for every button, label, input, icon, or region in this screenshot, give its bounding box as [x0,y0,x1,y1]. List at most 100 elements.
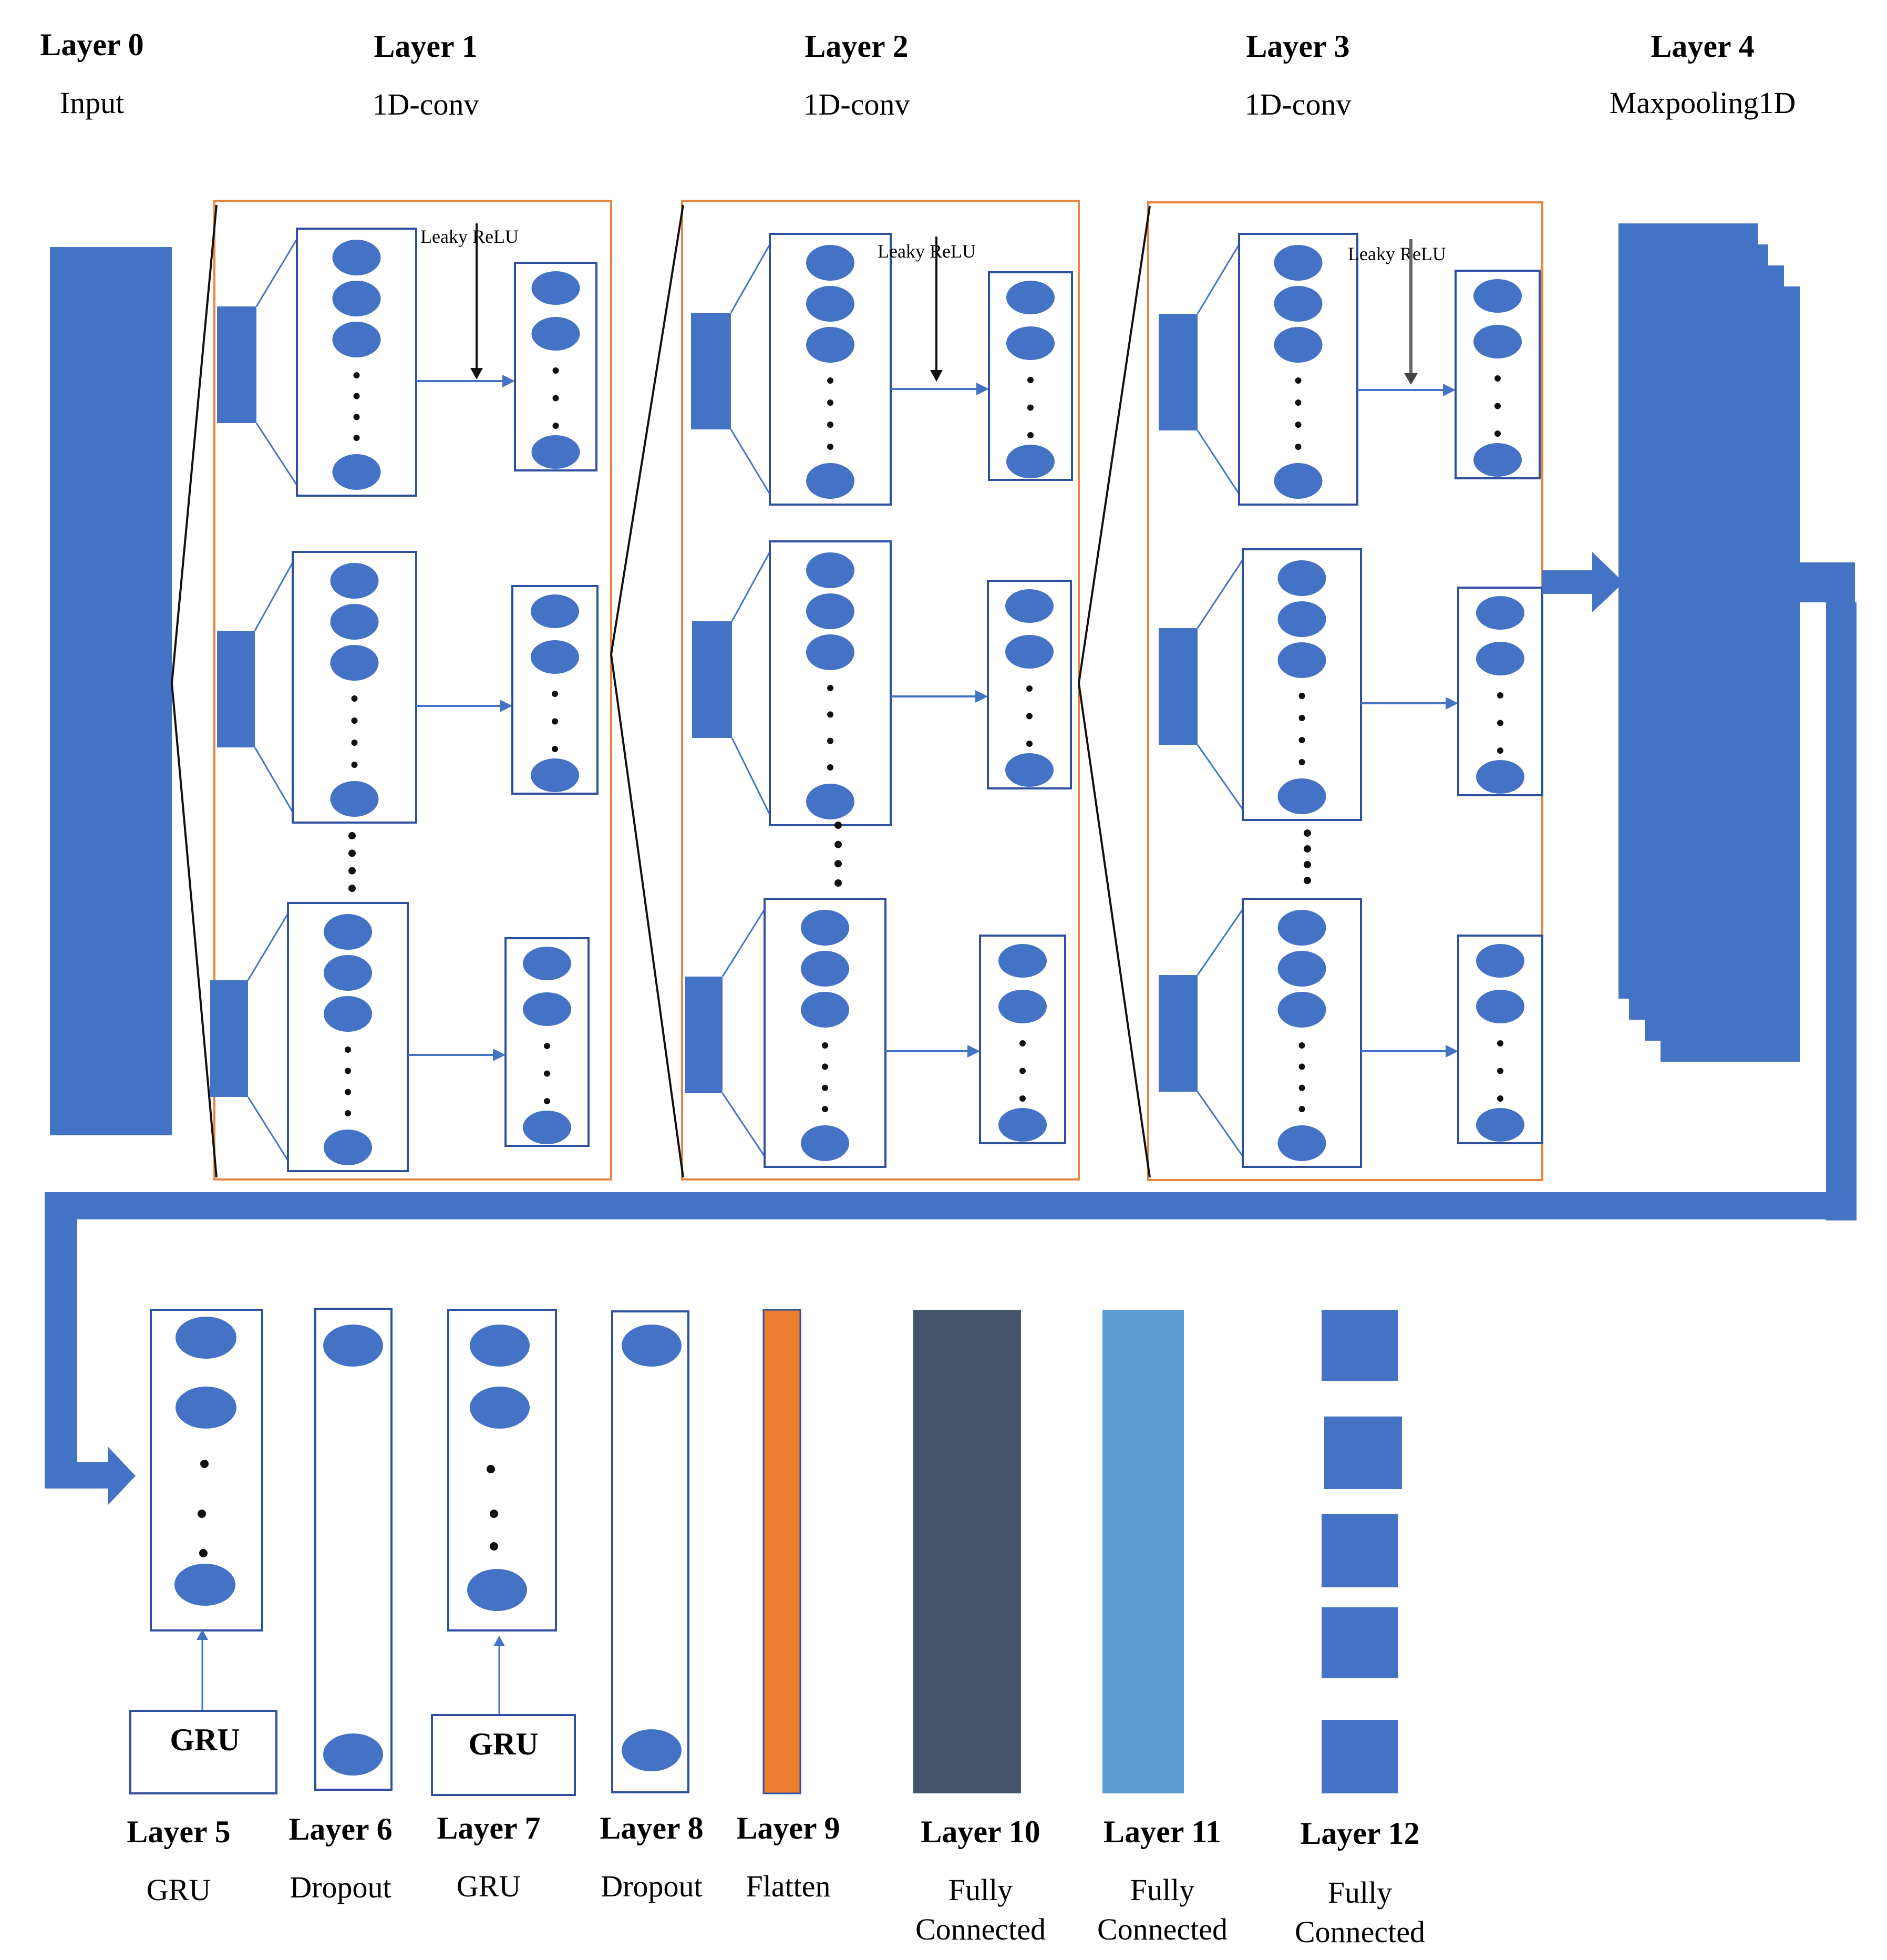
ellipsis-dot [827,444,833,450]
ellipsis-dot [348,867,356,875]
conv1-units [210,228,599,1172]
neuron-node [330,563,379,599]
ellipsis-dot [1298,1084,1305,1091]
neuron-node [1277,1125,1326,1161]
ellipsis-dot [834,822,842,829]
layer11-title: Layer 11 [1104,1814,1221,1849]
ellipsis-dot [1298,1042,1305,1049]
ellipsis-dot [353,372,360,378]
ellipsis-dot [1497,720,1503,726]
neuron-node [531,640,579,674]
ellipsis-dot [1026,685,1033,692]
conv1-frame [213,200,612,1181]
layer3-type: 1D-conv [1245,87,1352,121]
ellipsis-dot [1027,404,1034,411]
neuron-node [523,947,571,980]
layer8-title: Layer 8 [600,1811,703,1845]
ellipsis-dot [1497,747,1503,754]
ellipsis-dot [1494,375,1501,382]
neuron-node [531,758,579,792]
neuron-node [332,322,381,357]
neuron-node [801,1125,849,1161]
ellipsis-dot [822,1063,828,1070]
ellipsis-dot [552,691,558,697]
neuron-node [1277,910,1326,946]
layer5-type: GRU [147,1873,211,1907]
neuron-node [324,996,372,1032]
ellipsis-dot [827,399,833,406]
neuron-node [1277,951,1326,987]
ellipsis-dot [544,1043,550,1049]
layer12-type-line2: Connected [1295,1915,1425,1949]
layer5-gru-block-label: GRU [170,1722,240,1757]
conv3-activation-label: Leaky ReLU [1348,243,1446,264]
layer9-type: Flatten [746,1869,830,1903]
ellipsis-dot [1026,741,1033,747]
conv3-units [1159,233,1543,1168]
ellipsis-dot [1295,422,1302,428]
layer5-gru-block [129,1710,277,1794]
neuron-node [1476,944,1524,978]
neuron-node [1006,326,1055,360]
ellipsis-dot [345,1110,351,1116]
ellipsis-dot [351,762,358,768]
neuron-node [806,245,854,281]
layer6-title: Layer 6 [288,1812,392,1846]
layer9-title: Layer 9 [736,1811,840,1845]
layer2-title: Layer 2 [805,29,908,64]
ellipsis-dot [827,764,833,771]
ellipsis-dot [552,718,558,725]
neuron-node [1476,642,1524,675]
kernel-block [210,980,248,1097]
neuron-node [806,327,854,363]
neuron-node [998,1108,1047,1142]
neuron-node [1476,760,1524,794]
ellipsis-dot [1304,877,1311,884]
ellipsis-dot [544,1070,550,1077]
ellipsis-dot [351,717,358,724]
neuron-node [806,286,854,322]
neuron-node [806,463,854,499]
neuron-node [801,992,849,1028]
ellipsis-dot [544,1098,550,1104]
layer7-type: GRU [457,1869,521,1903]
conv1-activation-label: Leaky ReLU [420,226,519,247]
ellipsis-dot [1019,1040,1026,1046]
layer1-title: Layer 1 [374,29,477,64]
ellipsis-dot [1497,692,1503,699]
ellipsis-dot [1304,845,1311,853]
ellipsis-dot [552,367,559,374]
neuron-node [324,955,372,991]
layer10-fc-block [913,1310,1021,1793]
ellipsis-dot [827,737,833,744]
layer5-unit-box [150,1309,263,1631]
neuron-node [531,594,579,628]
ellipsis-dot [1298,693,1305,699]
ellipsis-dot [1298,1106,1305,1112]
ellipsis-dot [348,832,356,839]
ellipsis-dot [1494,430,1501,437]
neuron-node [998,944,1047,978]
neuron-node [1005,753,1054,787]
ellipsis-dot [353,414,360,420]
ellipsis-dot [351,740,358,746]
neuron-node [806,634,854,670]
ellipsis-dot [345,1089,351,1095]
ellipsis-dot [827,422,833,428]
conv-layer-3: Leaky ReLU [1078,201,1543,1181]
neuron-node [324,914,372,950]
neuron-node [332,281,381,316]
neuron-node [998,990,1047,1023]
ellipsis-dot [1026,713,1033,720]
conv-unit-row-1 [691,233,1073,506]
neuron-node [332,240,381,275]
layer12-type-line1: Fully [1328,1875,1393,1910]
layer7-gru-block-label: GRU [468,1727,538,1761]
neuron-node [1473,443,1522,477]
layer7-title: Layer 7 [437,1811,540,1845]
neuron-node [1274,327,1323,363]
neuron-node [1473,325,1522,358]
ellipsis-dot [1019,1068,1026,1074]
layer9-flatten-block [762,1309,801,1794]
neuron-node [531,317,580,351]
